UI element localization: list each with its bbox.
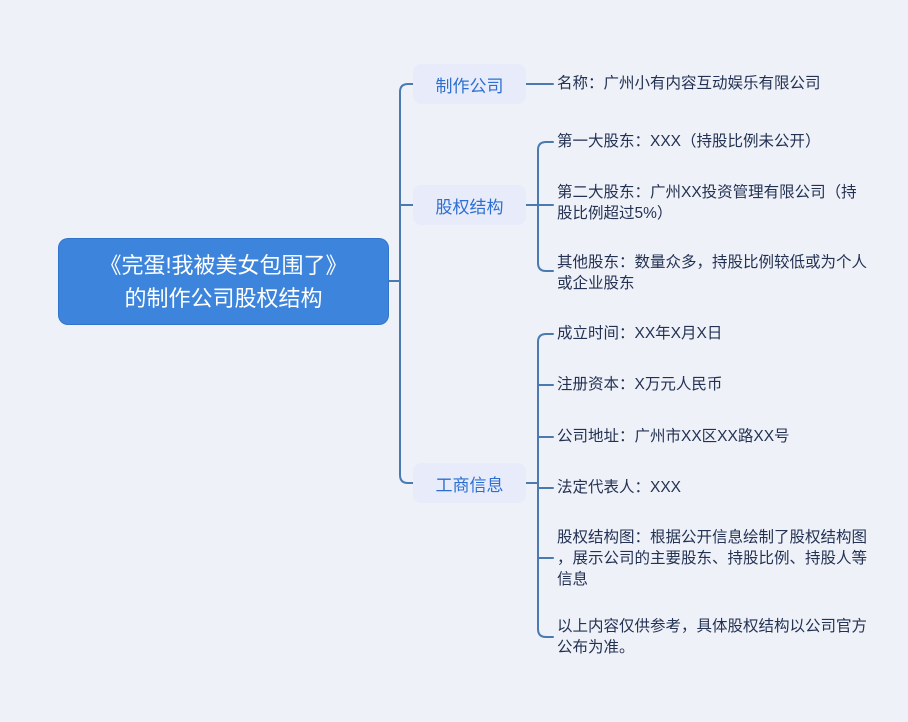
leaf-other-shareholders[interactable]: 其他股东：数量众多，持股比例较低或为个人或企业股东	[557, 254, 868, 292]
connector-b2-trunk	[537, 141, 554, 272]
branch-node-production-company[interactable]: 制作公司	[413, 64, 526, 104]
leaf-top-shareholder[interactable]: 第一大股东：XXX（持股比例未公开）	[557, 133, 821, 150]
branch-node-business-info[interactable]: 工商信息	[413, 463, 526, 503]
leaf-founding-date[interactable]: 成立时间：XX年X月X日	[557, 325, 723, 342]
branch-label: 工商信息	[435, 475, 504, 495]
branch-node-equity-structure[interactable]: 股权结构	[413, 185, 526, 225]
root-title-line-1: 《完蛋!我被美女包围了》	[99, 252, 348, 278]
connector-trunk-down	[399, 280, 414, 484]
leaf-registered-capital[interactable]: 注册资本：X万元人民币	[557, 376, 723, 393]
connector-b3-trunk	[537, 333, 554, 638]
leaf-disclaimer[interactable]: 以上内容仅供参考，具体股权结构以公司官方公布为准。	[557, 618, 868, 656]
leaf-company-address[interactable]: 公司地址：广州市XX区XX路XX号	[557, 428, 790, 445]
leaf-equity-chart-note[interactable]: 股权结构图：根据公开信息绘制了股权结构图，展示公司的主要股东、持股比例、持股人等…	[557, 529, 868, 588]
branch-label: 股权结构	[435, 197, 504, 217]
root-node[interactable]: 《完蛋!我被美女包围了》 的制作公司股权结构	[58, 238, 389, 325]
leaf-second-shareholder[interactable]: 第二大股东：广州XX投资管理有限公司（持股比例超过5%）	[557, 184, 857, 222]
root-title-line-2: 的制作公司股权结构	[124, 285, 323, 311]
leaf-company-name[interactable]: 名称：广州小有内容互动娱乐有限公司	[557, 75, 821, 92]
branch-label: 制作公司	[435, 76, 504, 96]
connector-trunk-up	[399, 83, 414, 282]
leaf-legal-representative[interactable]: 法定代表人：XXX	[557, 479, 682, 496]
